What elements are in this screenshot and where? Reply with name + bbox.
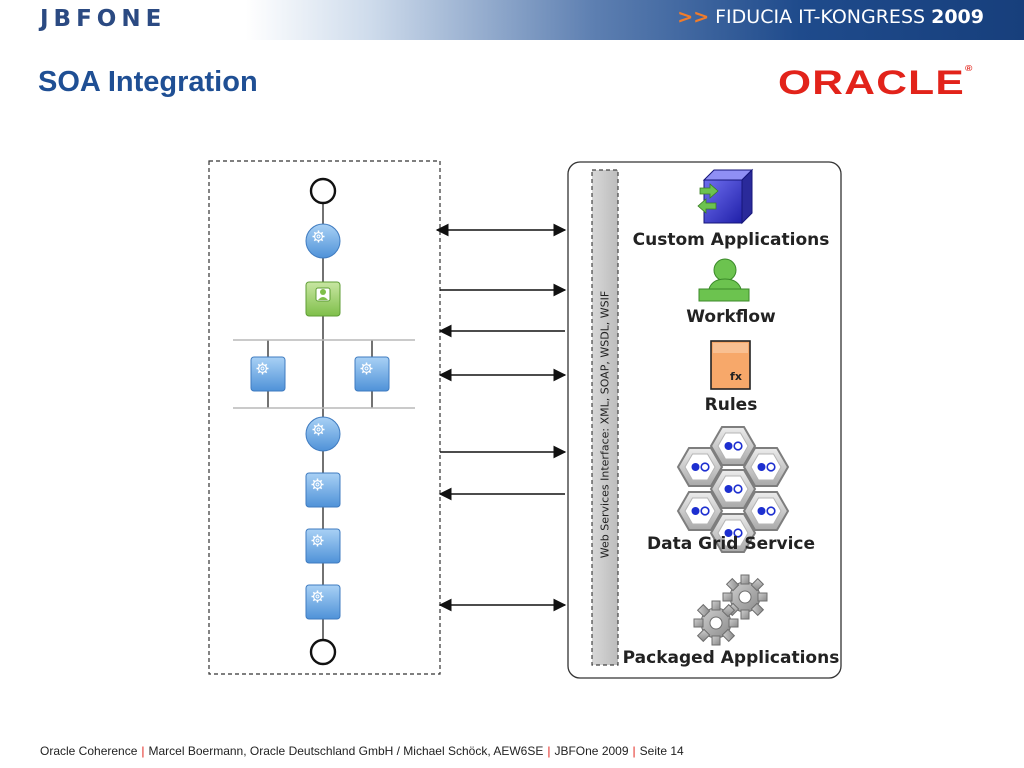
label-packaged-applications: Packaged Applications xyxy=(622,648,840,668)
service-activity-2 xyxy=(305,416,341,452)
gears-icon xyxy=(693,574,768,646)
service-task-2 xyxy=(305,528,341,564)
footer-separator-3: | xyxy=(632,744,636,758)
footer-topic: Oracle Coherence xyxy=(40,744,138,758)
service-task-1 xyxy=(305,472,341,508)
footer: Oracle Coherence|Marcel Boermann, Oracle… xyxy=(40,744,684,758)
event-year: 2009 xyxy=(931,6,984,28)
jbfone-logo: JBFONE xyxy=(40,6,167,32)
person-icon xyxy=(698,258,750,302)
label-custom-applications: Custom Applications xyxy=(632,230,830,250)
start-event xyxy=(309,177,337,205)
label-workflow: Workflow xyxy=(686,307,776,327)
services-panel xyxy=(567,161,842,679)
slide-title: SOA Integration xyxy=(38,66,258,98)
parallel-task-right xyxy=(354,356,390,392)
ws-interface-label: Web Services Interface: XML, SOAP, WSDL,… xyxy=(598,290,612,559)
footer-authors: Marcel Boermann, Oracle Deutschland GmbH… xyxy=(148,744,544,758)
fx-rules-icon: fx xyxy=(710,340,751,390)
process-panel xyxy=(208,160,441,675)
cube-arrows-icon xyxy=(697,168,754,225)
footer-separator-1: | xyxy=(141,744,145,758)
event-name: FIDUCIA IT-KONGRESS xyxy=(715,6,926,28)
rules-fx-text: fx xyxy=(730,370,742,383)
human-task-activity xyxy=(305,281,341,317)
footer-event: JBFOne 2009 xyxy=(554,744,629,758)
footer-separator-2: | xyxy=(547,744,551,758)
ws-interface-bar xyxy=(591,169,619,666)
label-rules: Rules xyxy=(704,395,758,415)
end-event xyxy=(309,638,337,666)
header-band xyxy=(0,0,1024,40)
event-prefix: >> xyxy=(677,6,710,28)
footer-page-number: Seite 14 xyxy=(639,744,684,758)
service-task-3 xyxy=(305,584,341,620)
service-activity-1 xyxy=(305,223,341,259)
label-data-grid-service: Data Grid Service xyxy=(646,534,816,554)
oracle-logo: ORACLE® xyxy=(778,64,973,102)
event-title: >>FIDUCIA IT-KONGRESS 2009 xyxy=(677,6,984,28)
parallel-task-left xyxy=(250,356,286,392)
